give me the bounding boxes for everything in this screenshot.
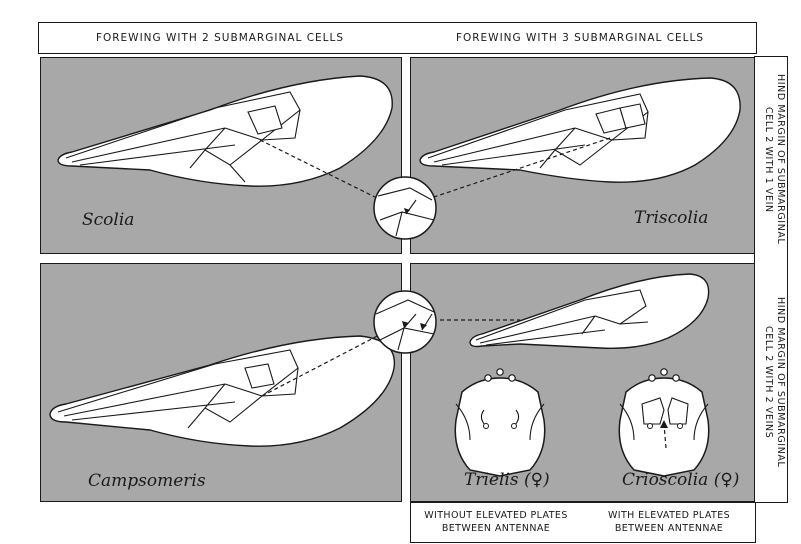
scolia-wing <box>58 76 392 186</box>
label-campsomeris: Campsomeris <box>88 471 206 491</box>
triscolia-wing <box>420 78 740 182</box>
footer-left: WITHOUT ELEVATED PLATES BETWEEN ANTENNAE <box>412 509 580 535</box>
trielis-wing <box>470 274 709 348</box>
label-crioscolia: Crioscolia (♀) <box>622 470 739 490</box>
footer-right: WITH ELEVATED PLATES BETWEEN ANTENNAE <box>584 509 754 535</box>
label-scolia: Scolia <box>82 210 134 230</box>
label-trielis: Trielis (♀) <box>464 470 550 490</box>
label-triscolia: Triscolia <box>634 208 708 228</box>
campsomeris-wing <box>50 336 394 446</box>
magnifier-bottom <box>374 291 436 353</box>
crioscolia-head <box>619 369 708 476</box>
magnifier-top <box>374 177 436 239</box>
side-label-top: HIND MARGIN OF SUBMARGINAL CELL 2 WITH 1… <box>756 62 786 257</box>
trielis-head <box>455 369 544 476</box>
side-label-bottom: HIND MARGIN OF SUBMARGINAL CELL 2 WITH 2… <box>756 266 786 498</box>
